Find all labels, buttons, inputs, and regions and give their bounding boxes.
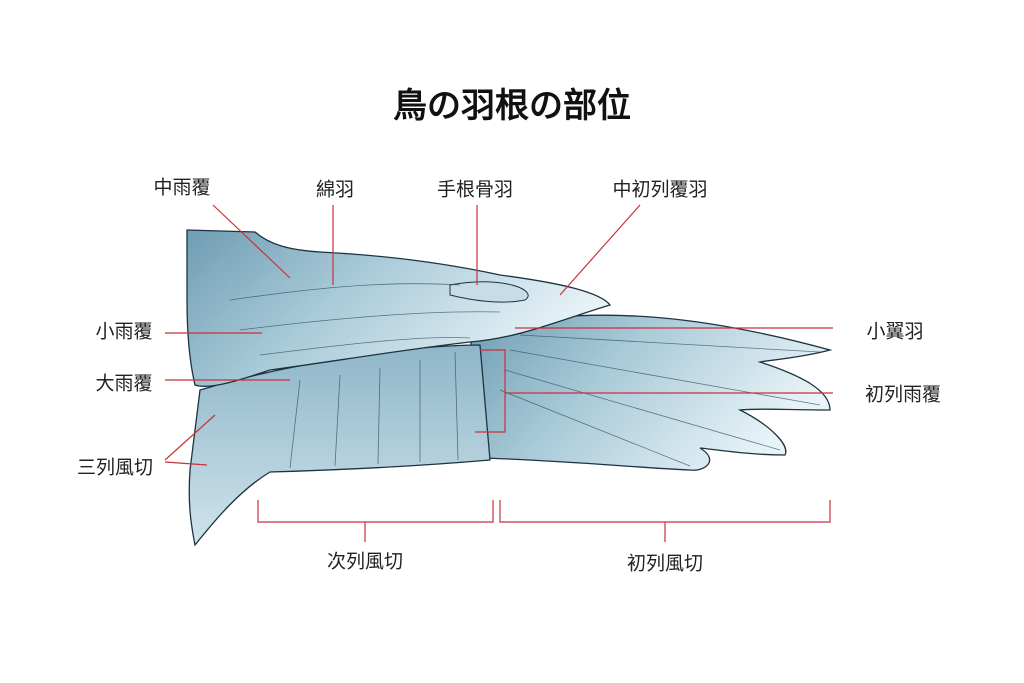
label-down: 綿羽 — [315, 178, 355, 201]
label-primaries: 初列風切 — [626, 552, 704, 575]
label-median-coverts: 中雨覆 — [153, 176, 211, 199]
label-alula: 小翼羽 — [866, 320, 924, 343]
alula — [449, 281, 529, 303]
label-lesser-coverts: 小雨覆 — [95, 320, 153, 343]
diagram-title: 鳥の羽根の部位 — [393, 86, 631, 126]
leader-lines — [164, 204, 833, 542]
label-greater-coverts: 大雨覆 — [95, 372, 153, 395]
label-carpal-covert: 手根骨羽 — [436, 178, 514, 201]
label-primary-coverts: 初列雨覆 — [864, 383, 942, 406]
label-secondaries: 次列風切 — [326, 550, 404, 573]
label-tertials: 三列風切 — [76, 456, 154, 479]
feather-lines — [229, 283, 821, 469]
label-median-primary-coverts: 中初列覆羽 — [612, 178, 708, 201]
